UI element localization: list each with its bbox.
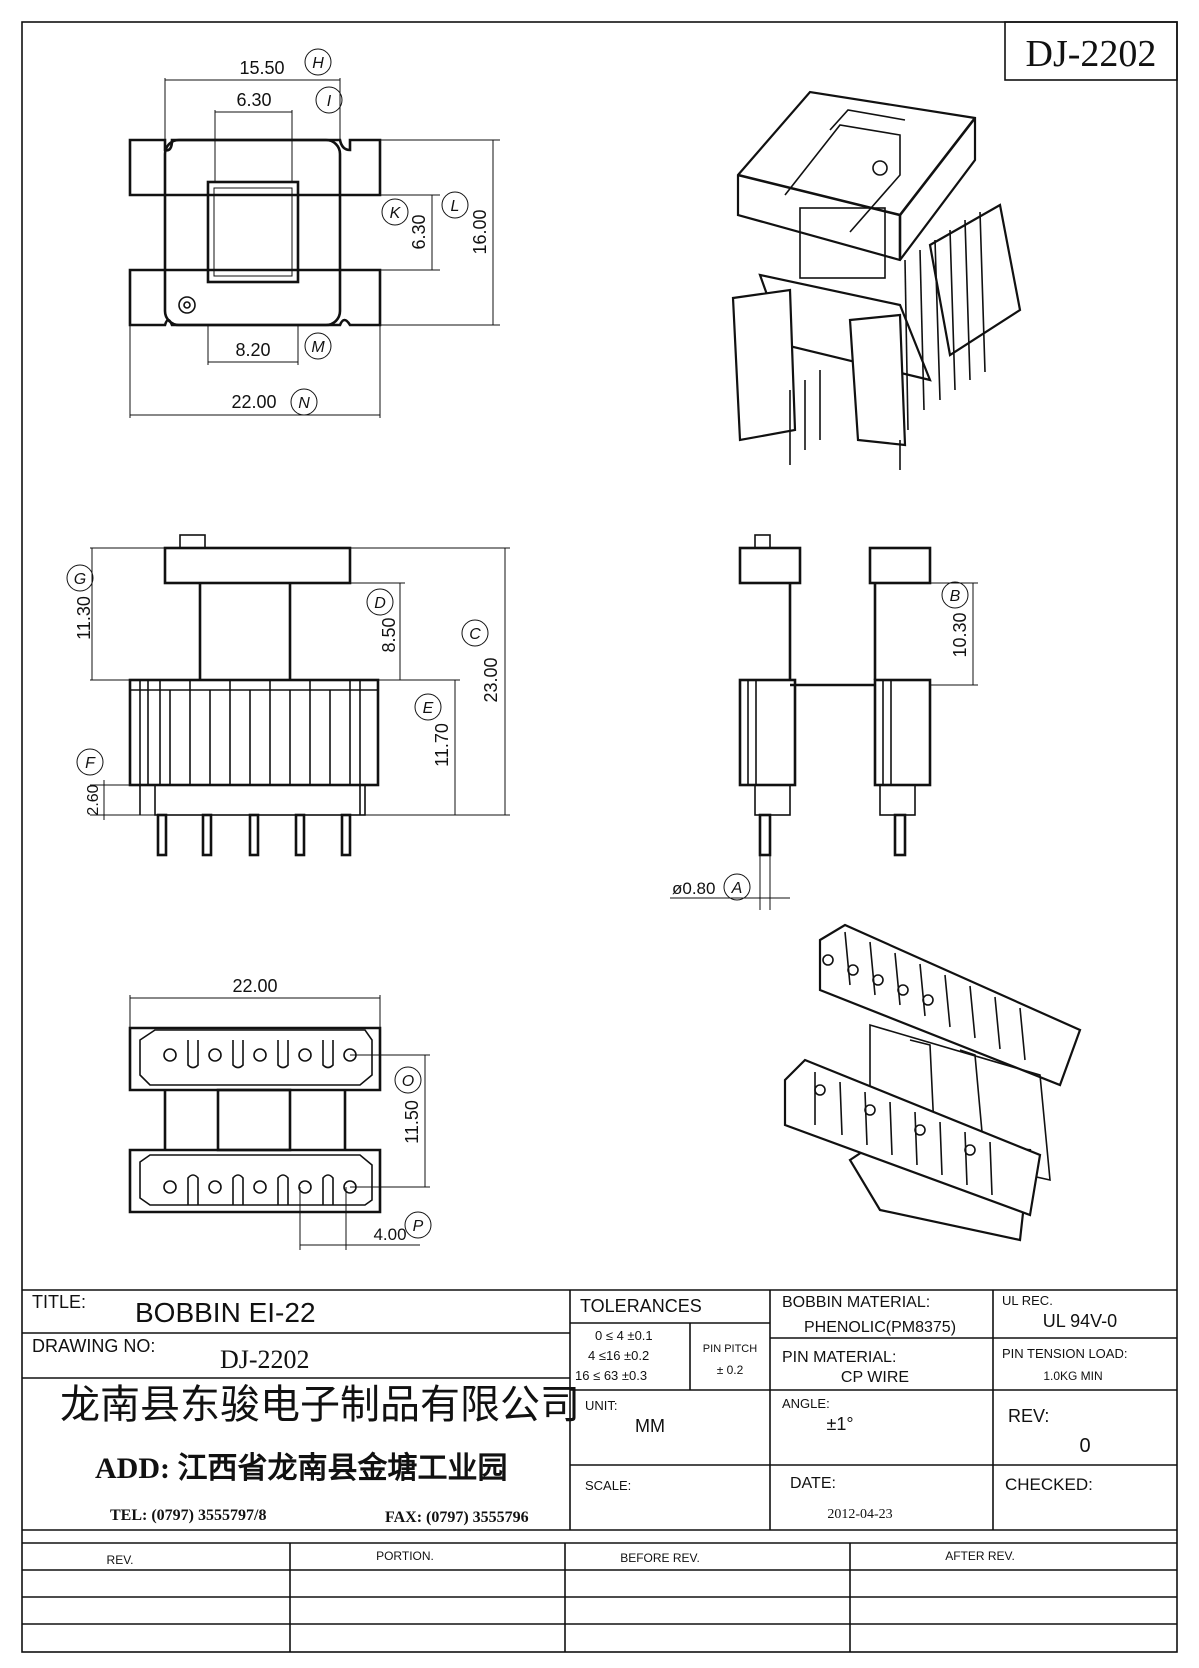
dim-B: 10.30 <box>950 612 970 657</box>
bobbin-material-value: PHENOLIC(PM8375) <box>804 1319 956 1336</box>
rev-value: 0 <box>1079 1435 1090 1457</box>
pin-pitch-label: PIN PITCH <box>703 1343 757 1355</box>
label-K: K <box>390 205 402 222</box>
pin-tension-label: PIN TENSION LOAD: <box>1002 1346 1127 1361</box>
label-E: E <box>423 700 434 717</box>
dim-I: 6.30 <box>236 90 271 110</box>
pin-material-label: PIN MATERIAL: <box>782 1349 896 1366</box>
label-P: P <box>413 1218 424 1235</box>
label-G: G <box>74 571 86 588</box>
dim-P: 4.00 <box>373 1225 406 1244</box>
scale-label: SCALE: <box>585 1478 631 1493</box>
pin-material-value: CP WIRE <box>841 1369 909 1386</box>
dim-D: 8.50 <box>379 617 399 652</box>
dim-O: 11.50 <box>402 1100 422 1144</box>
tolerances-label: TOLERANCES <box>580 1296 702 1316</box>
label-L: L <box>451 198 460 215</box>
after-rev-col-header: AFTER REV. <box>945 1549 1015 1563</box>
revision-table: REV. PORTION. BEFORE REV. AFTER REV. <box>22 1542 1177 1652</box>
label-F: F <box>85 755 96 772</box>
drawing-no-value: DJ-2202 <box>220 1345 310 1374</box>
label-D: D <box>374 595 386 612</box>
company-name: 龙南县东骏电子制品有限公司 <box>60 1382 580 1427</box>
dim-N: 22.00 <box>231 392 276 412</box>
label-B: B <box>950 588 961 605</box>
title-label: TITLE: <box>32 1292 86 1312</box>
angle-label: ANGLE: <box>782 1396 830 1411</box>
date-value: 2012-04-23 <box>827 1507 892 1522</box>
label-M: M <box>311 339 325 356</box>
pin-tension-value: 1.0KG MIN <box>1043 1369 1102 1383</box>
label-O: O <box>402 1073 414 1090</box>
isometric-view-top <box>731 90 1022 470</box>
title-value: BOBBIN EI-22 <box>135 1297 316 1328</box>
date-label: DATE: <box>790 1475 836 1492</box>
portion-col-header: PORTION. <box>376 1549 434 1563</box>
label-A: A <box>731 880 743 897</box>
angle-value: ±1° <box>826 1414 853 1434</box>
pin-pitch-value: ± 0.2 <box>717 1363 744 1377</box>
label-N: N <box>298 395 310 412</box>
bobbin-material-label: BOBBIN MATERIAL: <box>782 1294 930 1311</box>
rev-col-header: REV. <box>107 1553 134 1567</box>
isometric-view-bottom <box>783 923 1082 1242</box>
rev-label: REV: <box>1008 1406 1049 1426</box>
before-rev-col-header: BEFORE REV. <box>620 1551 700 1565</box>
dim-G: 11.30 <box>74 596 94 640</box>
tolerance-row-3: 16 ≤ 63 ±0.3 <box>575 1368 647 1383</box>
company-tel: TEL: (0797) 3555797/8 <box>110 1507 266 1524</box>
top-view: 15.50 H 6.30 I K 6.30 L 16.00 8.20 M 22.… <box>128 48 500 418</box>
dim-K: 6.30 <box>409 214 429 249</box>
company-fax: FAX: (0797) 3555796 <box>385 1509 529 1526</box>
dim-E: 11.70 <box>432 723 452 767</box>
tolerance-row-2: 4 ≤16 ±0.2 <box>588 1348 649 1363</box>
ul-rec-value: UL 94V-0 <box>1043 1311 1117 1331</box>
dim-F: 2.60 <box>85 784 102 815</box>
sheet-border <box>21 21 1178 1653</box>
checked-label: CHECKED: <box>1005 1475 1093 1494</box>
drawing-code-box: DJ-2202 <box>1004 21 1178 81</box>
title-block: TITLE: BOBBIN EI-22 DRAWING NO: DJ-2202 … <box>22 1289 1177 1531</box>
drawing-code-text: DJ-2202 <box>1026 33 1157 75</box>
ul-rec-label: UL REC. <box>1002 1293 1053 1308</box>
dim-L: 16.00 <box>470 209 490 254</box>
company-address: ADD: 江西省龙南县金塘工业园 <box>95 1451 508 1485</box>
dim-H: 15.50 <box>239 58 284 78</box>
dim-C: 23.00 <box>481 657 501 702</box>
dim-A: ø0.80 <box>672 879 715 898</box>
label-I: I <box>327 93 332 110</box>
side-view: B 10.30 ø0.80 A <box>670 534 978 910</box>
label-H: H <box>312 55 324 72</box>
tolerance-row-1: 0 ≤ 4 ±0.1 <box>595 1328 653 1343</box>
dim-M: 8.20 <box>235 340 270 360</box>
front-view: G 11.30 D 8.50 C 23.00 E 11.70 F 2.60 <box>66 534 510 857</box>
unit-value: MM <box>635 1416 665 1436</box>
dim-bottom-width: 22.00 <box>232 976 277 996</box>
unit-label: UNIT: <box>585 1398 618 1413</box>
drawing-no-label: DRAWING NO: <box>32 1336 155 1356</box>
label-C: C <box>469 626 481 643</box>
bottom-view: 22.00 O 11.50 4.00 P <box>128 976 432 1250</box>
